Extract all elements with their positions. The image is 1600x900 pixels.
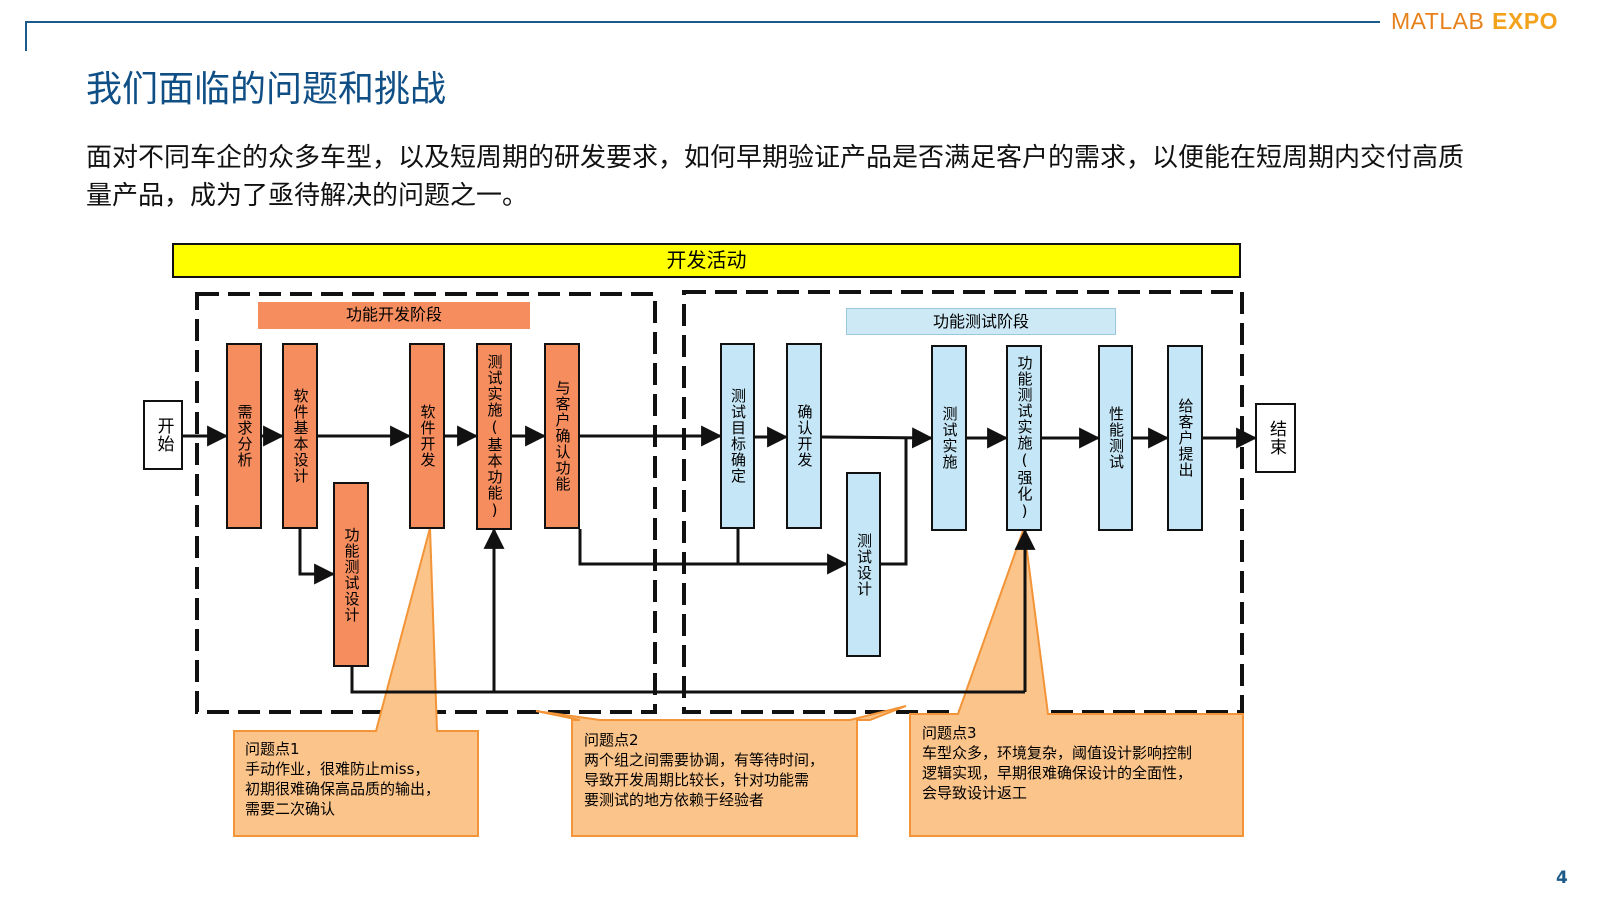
- callout-1-shape: [233, 527, 479, 837]
- step-confirm-with-customer: 与客户确认功能: [544, 343, 580, 529]
- header-rule-tick: [25, 21, 27, 51]
- matlab-expo-logo: MATLAB EXPO: [1391, 8, 1558, 35]
- step-requirement-analysis: 需求分析: [226, 343, 262, 529]
- development-activity-band: 开发活动: [172, 243, 1241, 278]
- callout-2-shape: [535, 705, 907, 837]
- start-box: 开始: [143, 400, 183, 470]
- intro-paragraph: 面对不同车企的众多车型，以及短周期的研发要求，如何早期验证产品是否满足客户的需求…: [86, 143, 1465, 211]
- issue-2-title: 问题点2: [584, 731, 639, 749]
- step-test-execution: 测试实施: [931, 345, 967, 531]
- step-function-test-enhanced: 功能测试实施(强化): [1006, 345, 1042, 531]
- step-software-basic-design: 软件基本设计: [282, 343, 318, 529]
- issue-2-text: 两个组之间需要协调，有等待时间， 导致开发周期比较长，针对功能需 要测试的地方依…: [584, 751, 825, 809]
- issue-1-title: 问题点1: [245, 740, 300, 758]
- step-submit-to-customer: 给客户提出: [1167, 345, 1203, 531]
- step-test-target-definition: 测试目标确定: [720, 343, 755, 529]
- step-performance-test: 性能测试: [1098, 345, 1133, 531]
- step-test-design: 测试设计: [846, 472, 881, 657]
- callout-3-shape: [909, 527, 1244, 837]
- issue-1-text: 手动作业，很难防止miss， 初期很难确保高品质的输出， 需要二次确认: [245, 760, 441, 818]
- issue-3-text: 车型众多，环境复杂，阈值设计影响控制 逻辑实现，早期很难确保设计的全面性， 会导…: [922, 744, 1193, 802]
- header-rule: [25, 21, 1380, 23]
- step-confirm-development: 确认开发: [786, 343, 822, 529]
- dev-phase-label: 功能开发阶段: [258, 302, 530, 329]
- page-number: 4: [1556, 868, 1568, 888]
- logo-matlab: MATLAB: [1391, 8, 1485, 34]
- test-phase-label: 功能测试阶段: [846, 308, 1116, 335]
- step-software-development: 软件开发: [409, 343, 445, 529]
- page-title: 我们面临的问题和挑战: [86, 69, 447, 110]
- issue-3-title: 问题点3: [922, 724, 977, 742]
- logo-expo: EXPO: [1492, 8, 1559, 34]
- step-function-test-design: 功能测试设计: [333, 482, 369, 667]
- step-test-execution-basic: 测试实施(基本功能): [476, 343, 512, 530]
- end-box: 结束: [1255, 403, 1296, 473]
